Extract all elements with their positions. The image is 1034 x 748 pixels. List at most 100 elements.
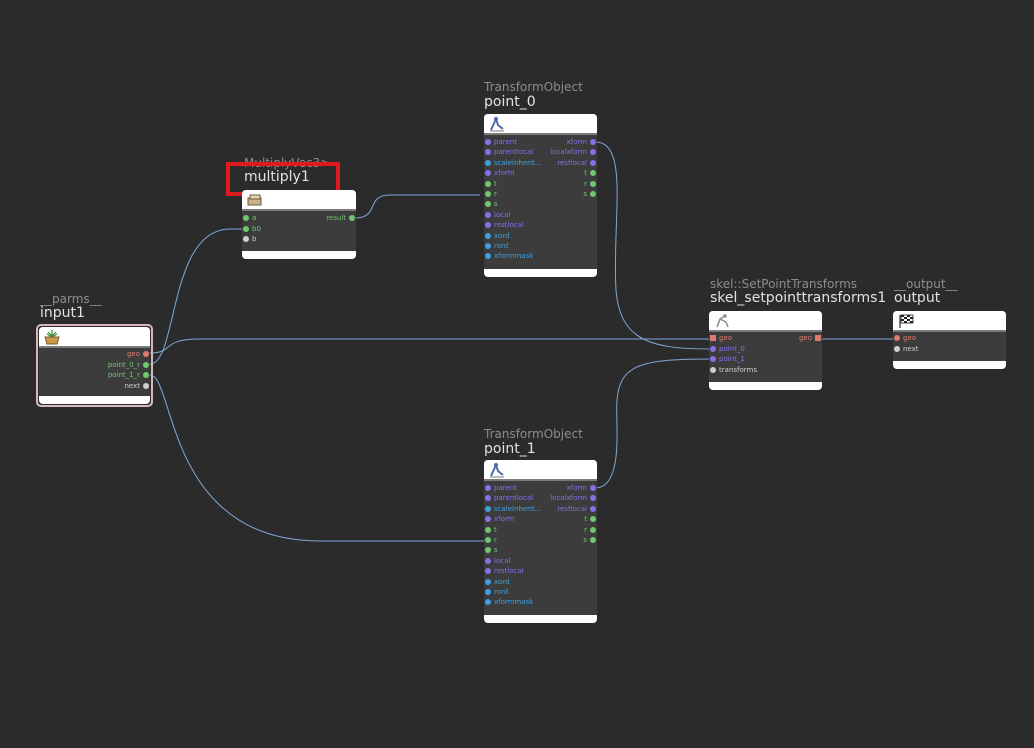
input-port[interactable]: scaleinherit...: [484, 504, 541, 514]
input-port[interactable]: xform: [484, 514, 514, 524]
port-connector[interactable]: [485, 537, 491, 543]
port-connector[interactable]: [590, 537, 596, 543]
port-connector[interactable]: [143, 382, 149, 389]
output-port[interactable]: s: [583, 535, 597, 545]
input-port[interactable]: point_0: [709, 344, 745, 354]
node-name[interactable]: output: [894, 290, 941, 306]
port-connector[interactable]: [485, 495, 491, 502]
port-connector[interactable]: [590, 180, 596, 187]
port-connector[interactable]: [485, 139, 491, 145]
input-port[interactable]: xformmask: [484, 597, 533, 607]
port-connector[interactable]: [485, 526, 491, 533]
port-connector[interactable]: [590, 170, 596, 177]
port-connector[interactable]: [590, 139, 596, 145]
port-connector[interactable]: [485, 557, 491, 564]
input-port[interactable]: local: [484, 556, 510, 566]
input-port[interactable]: parentlocal: [484, 493, 533, 503]
output-port[interactable]: r: [584, 525, 597, 535]
input-port[interactable]: restlocal: [484, 566, 524, 576]
output-port[interactable]: localxform: [550, 147, 597, 157]
input-port[interactable]: t: [484, 179, 497, 189]
port-connector[interactable]: [815, 335, 821, 341]
port-connector[interactable]: [485, 568, 491, 575]
port-connector[interactable]: [485, 505, 491, 512]
port-connector[interactable]: [243, 225, 249, 232]
output-port[interactable]: geo: [799, 333, 822, 343]
port-connector[interactable]: [485, 222, 491, 229]
input-port[interactable]: point_1: [709, 354, 745, 364]
output-port[interactable]: point_1_r: [108, 370, 150, 380]
input-port[interactable]: s: [484, 545, 498, 555]
port-connector[interactable]: [485, 191, 491, 197]
port-connector[interactable]: [485, 232, 491, 239]
node-name[interactable]: skel_setpointtransforms1: [710, 290, 887, 306]
input-port[interactable]: parent: [484, 137, 517, 147]
output-port[interactable]: result: [326, 213, 356, 223]
output-port[interactable]: s: [583, 189, 597, 199]
port-connector[interactable]: [143, 351, 149, 357]
input-port[interactable]: b0: [242, 224, 261, 234]
port-connector[interactable]: [894, 345, 900, 352]
wire-point1-xform-to-setpoint-point1[interactable]: [594, 358, 711, 489]
port-connector[interactable]: [485, 485, 491, 491]
port-connector[interactable]: [894, 335, 900, 341]
wire-multiply-result-to-point0-r[interactable]: [354, 194, 480, 219]
input-port[interactable]: parentlocal: [484, 147, 533, 157]
output-port[interactable]: point_0_r: [108, 360, 150, 370]
port-connector[interactable]: [590, 485, 596, 491]
input-port[interactable]: r: [484, 535, 497, 545]
port-connector[interactable]: [590, 516, 596, 523]
port-connector[interactable]: [485, 589, 491, 595]
port-connector[interactable]: [243, 215, 249, 221]
port-connector[interactable]: [590, 495, 596, 502]
output-port[interactable]: next: [124, 381, 150, 391]
port-connector[interactable]: [590, 149, 596, 156]
node-name[interactable]: point_1: [484, 441, 536, 457]
wire-input-geo-to-setpoint-geo[interactable]: [149, 338, 710, 354]
input-port[interactable]: xform: [484, 168, 514, 178]
input-port[interactable]: s: [484, 199, 498, 209]
port-connector[interactable]: [485, 180, 491, 187]
output-port[interactable]: geo: [127, 349, 150, 359]
input-port[interactable]: transforms: [709, 365, 757, 375]
wire-input-point0r-to-multiply-b0[interactable]: [149, 228, 244, 365]
input-port[interactable]: geo: [709, 333, 732, 343]
node-name[interactable]: multiply1: [244, 169, 310, 185]
port-connector[interactable]: [485, 149, 491, 156]
port-connector[interactable]: [143, 361, 149, 368]
port-connector[interactable]: [485, 599, 491, 606]
output-port[interactable]: t: [584, 168, 597, 178]
output-port[interactable]: xform: [567, 137, 597, 147]
input-port[interactable]: local: [484, 210, 510, 220]
input-port[interactable]: xformmask: [484, 251, 533, 261]
input-port[interactable]: xord: [484, 231, 509, 241]
output-port[interactable]: localxform: [550, 493, 597, 503]
output-port[interactable]: r: [584, 179, 597, 189]
input-port[interactable]: r: [484, 189, 497, 199]
input-port[interactable]: a: [242, 213, 256, 223]
port-connector[interactable]: [710, 335, 716, 341]
port-connector[interactable]: [590, 191, 596, 197]
port-connector[interactable]: [710, 345, 716, 352]
input-port[interactable]: geo: [893, 333, 916, 343]
input-port[interactable]: xord: [484, 577, 509, 587]
port-connector[interactable]: [349, 215, 355, 221]
port-connector[interactable]: [590, 505, 596, 512]
input-port[interactable]: rord: [484, 587, 508, 597]
port-connector[interactable]: [485, 243, 491, 249]
port-connector[interactable]: [485, 159, 491, 166]
wire-point0-xform-to-setpoint-point0[interactable]: [594, 141, 711, 350]
output-port[interactable]: restlocal: [557, 504, 597, 514]
port-connector[interactable]: [710, 356, 716, 362]
port-connector[interactable]: [590, 526, 596, 533]
node-name[interactable]: point_0: [484, 94, 536, 110]
output-port[interactable]: xform: [567, 483, 597, 493]
port-connector[interactable]: [485, 170, 491, 177]
port-connector[interactable]: [590, 159, 596, 166]
port-connector[interactable]: [485, 516, 491, 523]
